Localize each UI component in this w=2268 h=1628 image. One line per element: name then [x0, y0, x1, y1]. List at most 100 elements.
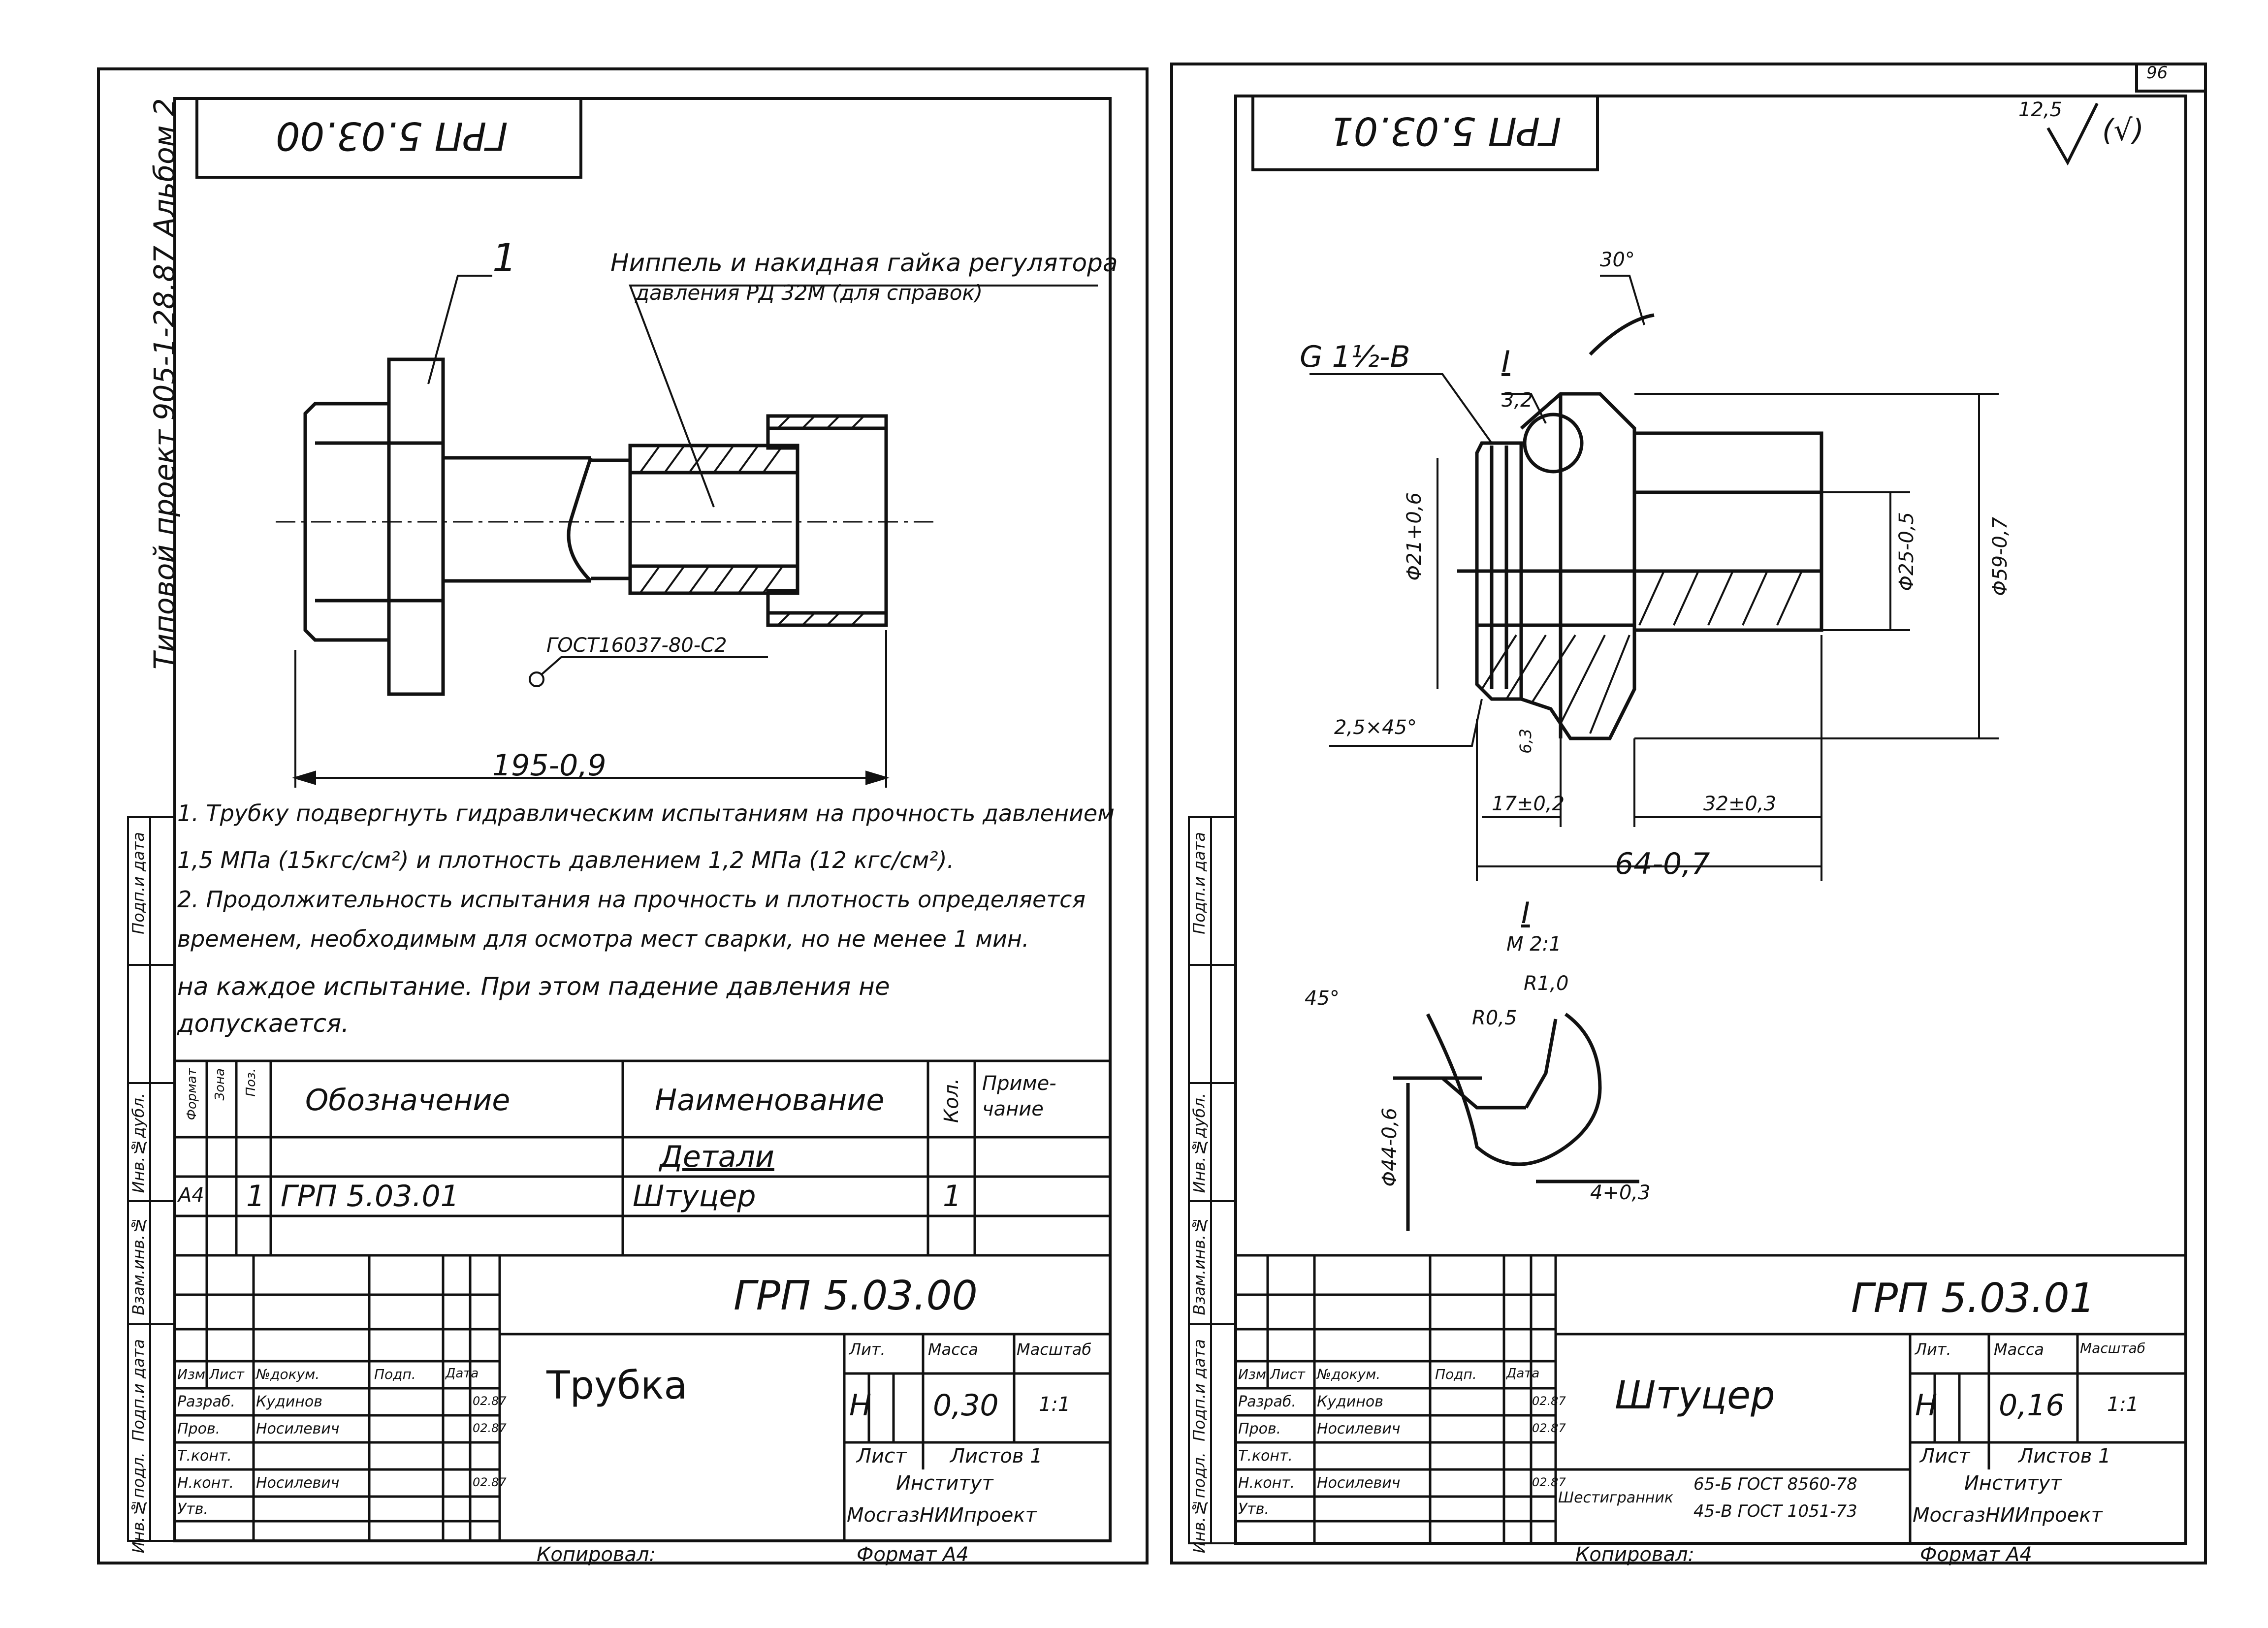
left-sheet-outer-border	[97, 67, 1149, 1564]
left-margin-podp-data-2: Подп.и дата	[129, 832, 148, 934]
left-top-code-box	[195, 97, 582, 179]
right-copied-label: Копировал:	[1575, 1543, 1695, 1566]
roughness-value: 12,5	[2018, 98, 2063, 121]
right-stamp-date-3: 02.87	[1532, 1475, 1566, 1489]
left-stamp-data: Дата	[446, 1366, 479, 1381]
left-sheet-label: Лист	[857, 1445, 907, 1468]
right-sheets-label: Листов 1	[2018, 1445, 2111, 1468]
right-sheet-label: Лист	[1920, 1445, 1970, 1468]
right-stamp-name-1: Носилевич	[1317, 1420, 1401, 1437]
right-org-line-2: МосгазНИИпроект	[1913, 1504, 2103, 1527]
right-stamp-podp: Подп.	[1435, 1366, 1477, 1382]
detail-angle: 45°	[1305, 987, 1340, 1010]
fitting-chamfer-angle: 30°	[1600, 249, 1635, 271]
fitting-dim-64: 64-0,7	[1615, 847, 1710, 881]
tube-leaders	[292, 275, 1098, 788]
roughness-symbol	[2046, 102, 2099, 166]
right-top-code-box	[1251, 95, 1599, 171]
left-dim-length: 195-0,9	[492, 748, 607, 783]
left-mass-value: 0,30	[933, 1388, 999, 1423]
right-material-line-2: 45-В ГОСТ 1051-73	[1693, 1501, 1857, 1521]
right-margin-podp-data-2: Подп.и дата	[1190, 832, 1209, 934]
spec-row-name: Штуцер	[633, 1179, 756, 1213]
left-note-line-5: на каждое испытание. При этом падение да…	[177, 972, 890, 1001]
spec-section-label: Детали	[660, 1140, 774, 1174]
right-material-label: Шестигранник	[1558, 1489, 1674, 1506]
detail-r05: R0,5	[1472, 1007, 1517, 1029]
right-mass-value: 0,16	[1999, 1388, 2065, 1423]
spec-header-pos: Поз.	[244, 1068, 258, 1097]
left-org-line-1: Институт	[896, 1472, 993, 1495]
left-stamp-role-1: Пров.	[177, 1420, 221, 1437]
spec-header-zone: Зона	[213, 1068, 227, 1101]
left-stamp-izm: Изм.	[177, 1366, 210, 1382]
fitting-dim-17: 17±0,2	[1492, 793, 1565, 815]
left-callout-note-2: давления РД 32М (для справок)	[635, 281, 983, 305]
roughness-suffix: (√)	[2102, 113, 2144, 148]
left-title-code: ГРП 5.03.00	[734, 1273, 978, 1319]
right-sheet-outer-border	[1170, 63, 2207, 1564]
tube-assembly-drawing	[276, 357, 935, 696]
left-stamp-docum: №докум.	[256, 1366, 320, 1382]
right-margin-fields	[1188, 816, 1237, 1544]
detail-scale: М 2:1	[1506, 933, 1562, 956]
right-stamp-role-0: Разраб.	[1238, 1393, 1296, 1410]
spec-row-pos: 1	[246, 1179, 265, 1213]
right-stamp-list: Лист	[1270, 1366, 1305, 1382]
left-note-line-2: 1,5 МПа (15кгс/см²) и плотность давление…	[177, 847, 955, 873]
detail-r10: R1,0	[1524, 972, 1569, 995]
right-title-code: ГРП 5.03.01	[1851, 1275, 2095, 1322]
right-title-name: Штуцер	[1615, 1373, 1775, 1418]
right-stamp-role-1: Пров.	[1238, 1420, 1281, 1437]
corner-page-number: 96	[2146, 63, 2168, 83]
right-lit-value: Н	[1915, 1388, 1938, 1423]
right-stamp-data: Дата	[1506, 1366, 1540, 1381]
right-margin-inv-podl: Инв.№подл.	[1190, 1452, 1209, 1554]
left-note-line-4: временем, необходимым для осмотра мест с…	[177, 926, 1029, 952]
right-title-block	[1236, 1254, 2186, 1543]
left-stamp-name-3: Носилевич	[256, 1474, 340, 1492]
left-stamp-role-0: Разраб.	[177, 1393, 235, 1410]
left-stamp-list: Лист	[209, 1366, 244, 1382]
spec-header-designation: Обозначение	[305, 1083, 511, 1117]
right-lit-label: Лит.	[1915, 1340, 1951, 1359]
right-sheet-inner-frame	[1234, 95, 2187, 1545]
spec-row-designation: ГРП 5.03.01	[281, 1179, 459, 1213]
spec-row-qty: 1	[943, 1179, 962, 1213]
right-stamp-role-2: Т.конт.	[1238, 1447, 1293, 1465]
left-stamp-role-4: Утв.	[177, 1500, 208, 1518]
right-scale-value: 1:1	[2107, 1393, 2139, 1416]
right-stamp-name-0: Кудинов	[1317, 1393, 1383, 1410]
fitting-drawing	[1457, 313, 1823, 740]
left-scale-label: Масштаб	[1017, 1340, 1092, 1359]
detail-dim-4: 4+0,3	[1590, 1181, 1651, 1204]
fitting-detail-mark: I	[1501, 345, 1510, 379]
spec-row-format: А4	[178, 1184, 204, 1207]
project-title-vertical: Типовой проект 905-1-28.87 Альбом 2	[148, 98, 181, 670]
left-stamp-date-3: 02.87	[473, 1475, 507, 1489]
left-margin-vzam-inv: Взам.инв.№	[129, 1216, 148, 1315]
right-org-line-1: Институт	[1964, 1472, 2062, 1495]
left-stamp-podp: Подп.	[374, 1366, 416, 1382]
left-weld-note: ГОСТ16037-80-С2	[546, 634, 727, 657]
left-scale-value: 1:1	[1039, 1393, 1071, 1416]
fitting-dim-d59: Φ59-0,7	[1989, 517, 2012, 596]
left-stamp-date-0: 02.87	[473, 1394, 507, 1408]
right-stamp-date-1: 02.87	[1532, 1421, 1566, 1435]
left-margin-inv-podl: Инв.№подл.	[129, 1452, 148, 1554]
left-copied-label: Копировал:	[537, 1543, 656, 1566]
left-sheets-label: Листов 1	[950, 1445, 1043, 1468]
fitting-roughness-6-3: 6,3	[1516, 729, 1535, 754]
left-note-line-3: 2. Продолжительность испытания на прочно…	[177, 886, 1086, 913]
fitting-thread: G 1½-В	[1300, 340, 1410, 374]
tube-hatching	[639, 415, 865, 626]
right-mass-label: Масса	[1994, 1340, 2044, 1359]
left-note-line-6: допускается.	[177, 1009, 350, 1038]
spec-header-name: Наименование	[655, 1083, 885, 1117]
left-stamp-name-0: Кудинов	[256, 1393, 322, 1410]
left-title-block	[175, 1254, 1110, 1541]
right-margin-vzam-inv: Взам.инв.№	[1190, 1216, 1209, 1315]
right-stamp-izm: Изм.	[1238, 1366, 1271, 1382]
right-margin-podp-data-1: Подп.и дата	[1190, 1339, 1209, 1441]
left-mass-label: Масса	[928, 1340, 979, 1359]
